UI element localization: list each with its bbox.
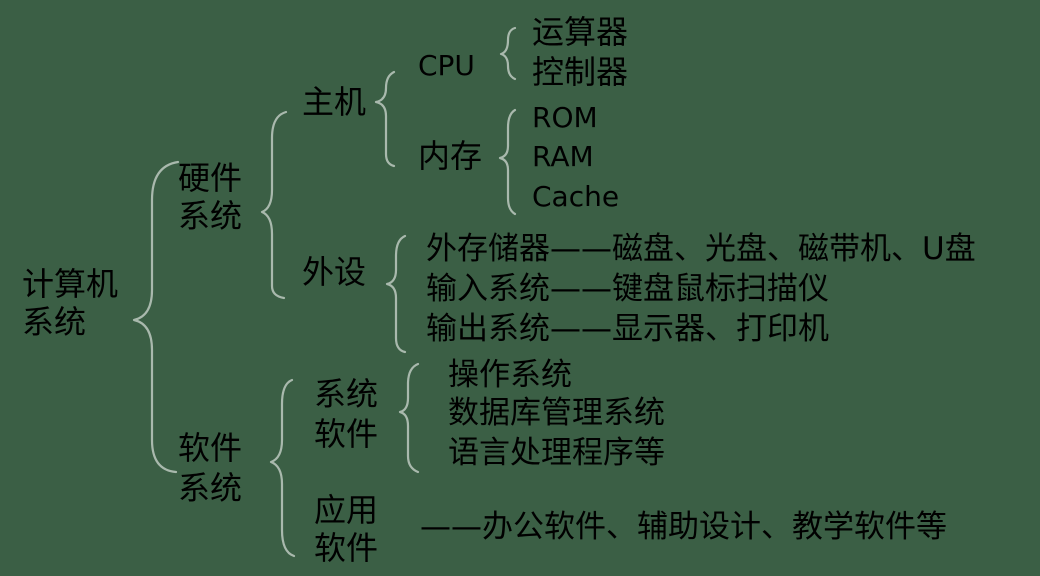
host-label: 主机 [302,83,367,121]
memory-item-rom: ROM [532,101,598,134]
application-software-description: ——办公软件、辅助设计、教学软件等 [420,509,947,545]
memory-item-ram: RAM [532,140,594,173]
hardware-label-line1: 硬件 [178,159,243,197]
brace-system-software [398,362,420,474]
software-label-line2: 系统 [178,469,243,507]
brace-host [374,70,396,168]
system-software-label-line1: 系统 [314,375,379,413]
peripheral-item-output: 输出系统——显示器、打印机 [426,311,829,347]
application-software-label-line1: 应用 [314,491,379,529]
system-software-label-line2: 软件 [314,415,379,453]
hardware-label-line2: 系统 [178,197,243,235]
root-label-line1: 计算机 [22,265,119,303]
peripheral-item-storage: 外存储器——磁盘、光盘、磁带机、U盘 [426,231,976,267]
brace-root [132,160,180,474]
cpu-item-control-unit: 控制器 [532,53,629,91]
brace-hardware [260,110,288,300]
system-software-item-os: 操作系统 [448,357,572,393]
software-label-line1: 软件 [178,429,243,467]
peripherals-label: 外设 [302,253,367,291]
system-software-item-dbms: 数据库管理系统 [448,395,665,431]
memory-label: 内存 [418,137,483,175]
application-software-label-line2: 软件 [314,529,379,567]
peripheral-item-input: 输入系统——键盘鼠标扫描仪 [426,271,829,307]
cpu-item-alu: 运算器 [532,13,629,51]
brace-peripherals [385,234,407,354]
brace-memory [498,108,517,216]
system-software-item-language-processors: 语言处理程序等 [448,435,665,471]
root-label-line2: 系统 [22,303,87,341]
brace-cpu [499,26,517,81]
brace-software [269,378,296,558]
memory-item-cache: Cache [532,180,620,213]
cpu-label: CPU [418,49,475,82]
